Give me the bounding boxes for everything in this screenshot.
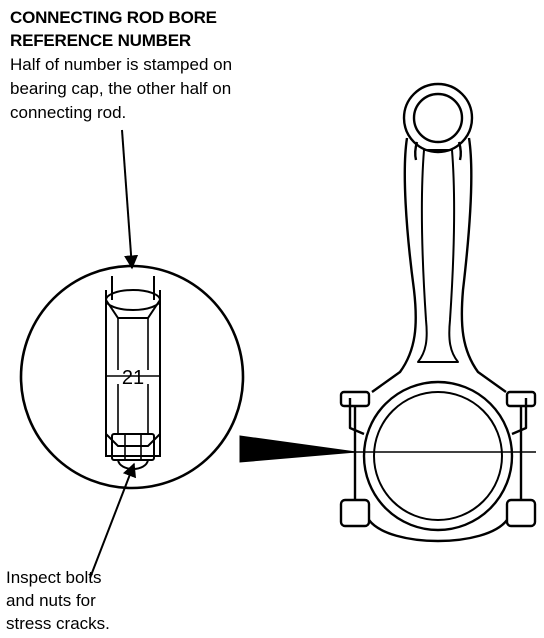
detail-side-face bbox=[105, 290, 161, 457]
bolts-callout-line-2: and nuts for bbox=[6, 591, 96, 610]
rod-right-nut bbox=[505, 498, 537, 528]
rod-beam-web bbox=[417, 149, 459, 363]
bolts-callout: Inspect bolts and nuts for stress cracks… bbox=[6, 566, 110, 635]
bore-reference-description-line-2: bearing cap, the other half on bbox=[10, 79, 232, 98]
rod-small-end-outer bbox=[402, 82, 474, 154]
bolts-callout-line-3: stress cracks. bbox=[6, 614, 110, 633]
detail-nut bbox=[111, 433, 155, 461]
bore-reference-arrow bbox=[121, 129, 139, 270]
bore-reference-title-line-2: REFERENCE NUMBER bbox=[10, 31, 191, 50]
connecting-rod bbox=[339, 82, 537, 543]
rod-beam-right-edge bbox=[460, 137, 507, 393]
rod-cap-bottom bbox=[368, 519, 508, 543]
rod-big-end-bore-outer bbox=[362, 380, 514, 532]
rod-left-bolt-boss-top bbox=[339, 390, 371, 408]
bore-reference-description: Half of number is stamped on bearing cap… bbox=[10, 53, 232, 125]
bolts-callout-line-1: Inspect bolts bbox=[6, 568, 102, 587]
detail-pointer-wedge bbox=[239, 435, 357, 463]
rod-big-end-bore-inner bbox=[373, 391, 503, 521]
rod-small-end-inner bbox=[412, 92, 464, 144]
bore-reference-description-line-3: connecting rod. bbox=[10, 103, 127, 122]
bolts-arrow bbox=[89, 462, 136, 579]
bore-reference-description-line-1: Half of number is stamped on bbox=[10, 55, 233, 74]
bore-reference-title: CONNECTING ROD BORE REFERENCE NUMBER bbox=[10, 6, 217, 52]
detail-view: 21 bbox=[19, 264, 245, 490]
rod-big-end-upper bbox=[348, 398, 528, 436]
bore-reference-title-line-1: CONNECTING ROD BORE bbox=[10, 8, 217, 27]
rod-big-end-shoulders bbox=[353, 406, 523, 500]
detail-stamp-number: 21 bbox=[122, 367, 144, 389]
rod-beam-left-edge bbox=[371, 137, 417, 393]
rod-left-nut bbox=[339, 498, 371, 528]
rod-right-bolt-boss-top bbox=[505, 390, 537, 408]
